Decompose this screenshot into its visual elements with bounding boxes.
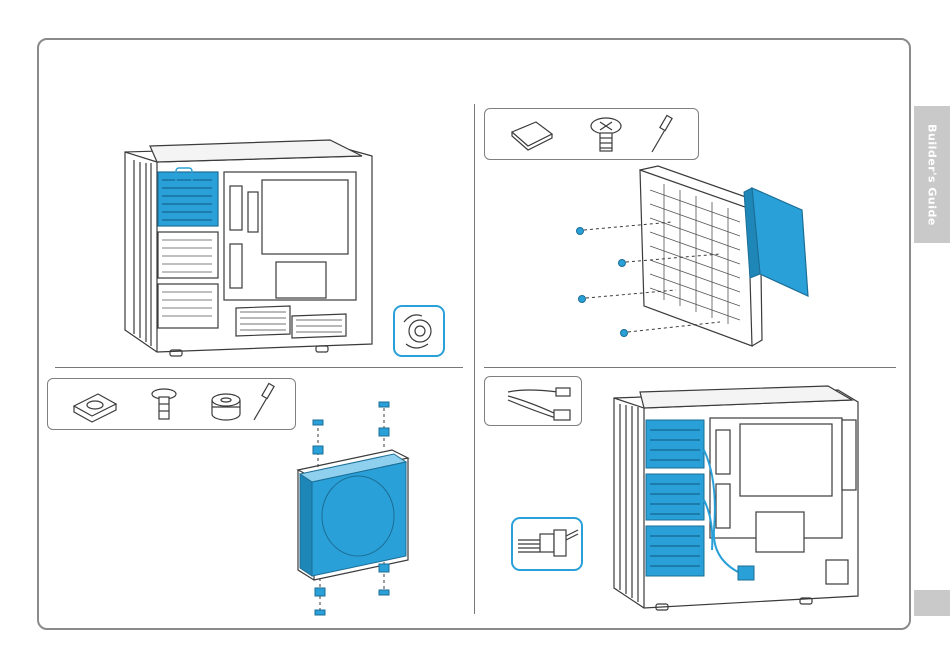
case-illustration-bottom-right xyxy=(0,0,950,670)
